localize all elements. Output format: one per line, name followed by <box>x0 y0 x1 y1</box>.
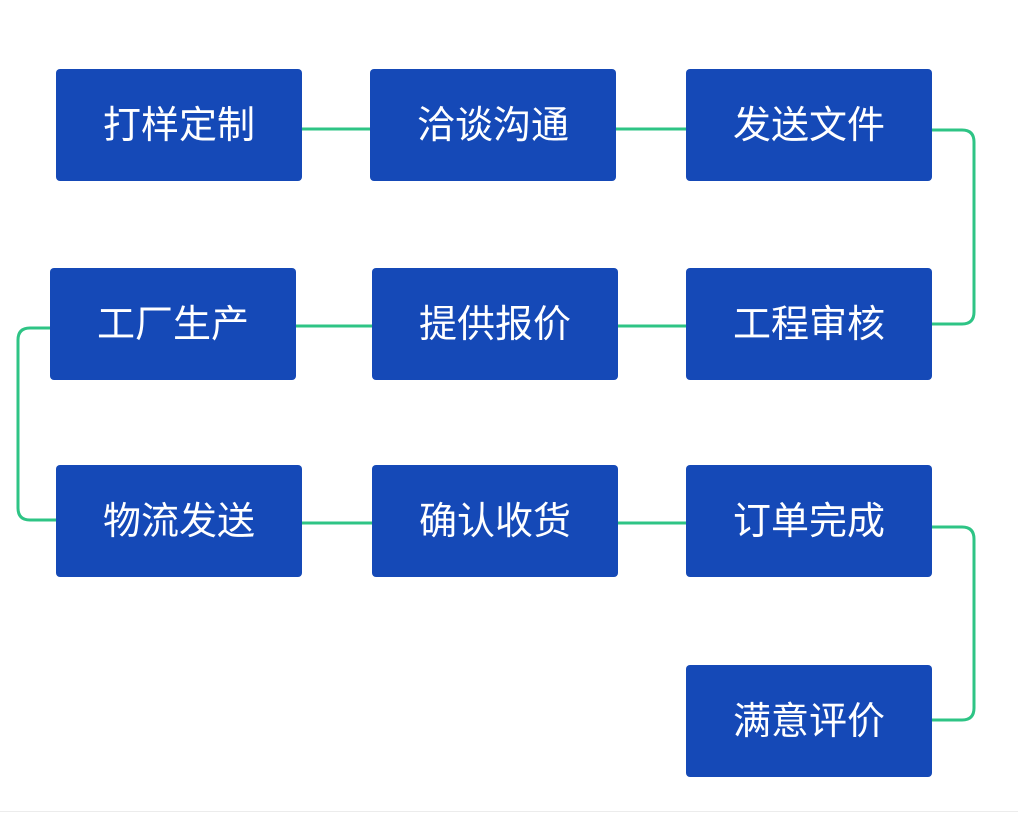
step-8-confirm-receipt: 确认收货 <box>372 465 618 577</box>
step-2-negotiation: 洽谈沟通 <box>370 69 616 181</box>
step-3-send-files: 发送文件 <box>686 69 932 181</box>
step-2-label: 洽谈沟通 <box>416 103 569 147</box>
step-5-quotation: 提供报价 <box>372 268 618 380</box>
step-9-order-complete: 订单完成 <box>686 465 932 577</box>
step-7-label: 物流发送 <box>102 499 255 543</box>
step-4-label: 工程审核 <box>732 302 885 346</box>
connector-3-4 <box>930 128 976 326</box>
step-10-label: 满意评价 <box>732 699 885 743</box>
step-8-label: 确认收货 <box>418 499 571 543</box>
step-3-label: 发送文件 <box>732 103 885 147</box>
step-5-label: 提供报价 <box>418 302 571 346</box>
step-9-label: 订单完成 <box>732 499 885 543</box>
bottom-divider <box>0 811 1018 812</box>
step-6-factory-production: 工厂生产 <box>50 268 296 380</box>
step-4-engineering-review: 工程审核 <box>686 268 932 380</box>
step-1-label: 打样定制 <box>102 103 255 147</box>
step-7-logistics-shipping: 物流发送 <box>56 465 302 577</box>
connector-6-7 <box>16 326 58 522</box>
step-1-sample-customization: 打样定制 <box>56 69 302 181</box>
step-10-satisfaction-review: 满意评价 <box>686 665 932 777</box>
connector-9-10 <box>930 525 976 722</box>
step-6-label: 工厂生产 <box>96 302 249 346</box>
